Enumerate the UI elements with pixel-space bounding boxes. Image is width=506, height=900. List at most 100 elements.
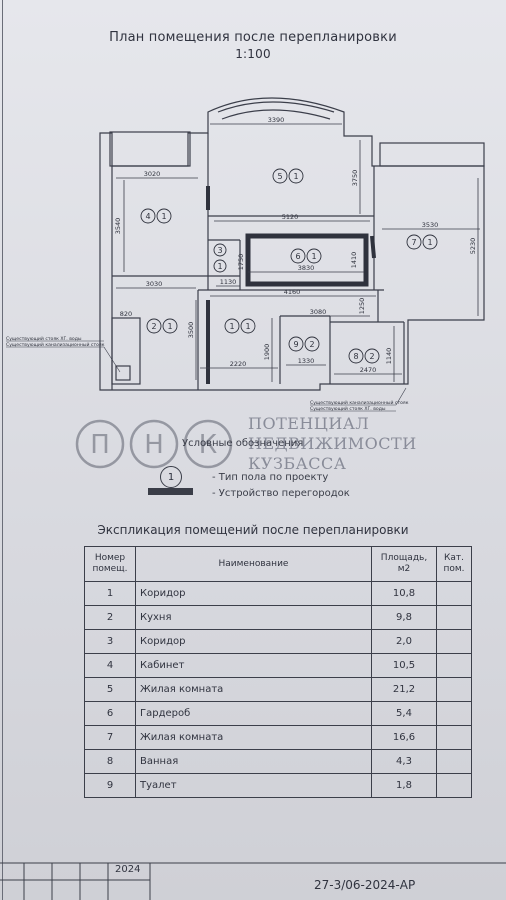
title-block [0, 862, 506, 900]
note-riser-sewer: Существующий канализационный стояк [6, 341, 105, 348]
watermark-line1: ПОТЕНЦИАЛ [248, 414, 370, 433]
room-floor: 1 [161, 212, 166, 221]
row-area: 9,8 [371, 605, 437, 630]
balcony-right [379, 142, 485, 167]
header-name: Наименование [135, 546, 372, 582]
row-area: 2,0 [371, 629, 437, 654]
bay-window [217, 101, 335, 113]
legend-partition-symbol [148, 488, 193, 495]
row-cat [436, 773, 472, 798]
row-cat [436, 629, 472, 654]
legend-floor-symbol: 1 [160, 466, 182, 488]
row-cat [436, 701, 472, 726]
dim-1330: 1330 [298, 357, 315, 365]
table-row: 1 Коридор 10,8 [84, 581, 472, 606]
row-area: 16,6 [371, 725, 437, 750]
logo-letter: Н [144, 430, 164, 460]
floor-plan: 3390 3020 5120 3530 1130 3830 4160 3030 … [6, 97, 485, 412]
plan-title: План помещения после перепланировки [109, 30, 397, 45]
table-row: 6 Гардероб 5,4 [84, 701, 472, 726]
dim-820: 820 [120, 310, 132, 318]
dim-1130: 1130 [220, 278, 237, 286]
table-row: 7 Жилая комната 16,6 [84, 725, 472, 750]
header-cat: Кат. пом. [436, 546, 472, 582]
room-floor: 1 [245, 322, 250, 331]
row-num: 8 [84, 749, 136, 774]
logo-letter: К [199, 430, 217, 460]
dim-3390: 3390 [268, 116, 285, 124]
row-area: 10,5 [371, 653, 437, 678]
table-row: 3 Коридор 2,0 [84, 629, 472, 654]
dim-2470: 2470 [360, 366, 377, 374]
row-name: Коридор [135, 581, 372, 606]
watermark-line2: НЕДВИЖИМОСТИ [248, 434, 417, 453]
row-cat [436, 677, 472, 702]
row-area: 5,4 [371, 701, 437, 726]
watermark-logo: П Н К [75, 419, 233, 469]
header-area: Площадь, м2 [371, 546, 437, 582]
watermark-line3: КУЗБАССА [248, 454, 347, 473]
room-floor: 1 [311, 252, 316, 261]
room-num: 1 [229, 322, 234, 331]
room-num: 7 [411, 238, 416, 247]
dim-4160: 4160 [284, 288, 301, 296]
row-name: Коридор [135, 629, 372, 654]
dim-2220: 2220 [230, 360, 247, 368]
note-riser-water-bottom: Существующий стояк ХГ. воды [310, 405, 386, 412]
plan-scale: 1:100 [235, 47, 271, 61]
room-floor: 1 [217, 262, 222, 271]
row-area: 4,3 [371, 749, 437, 774]
note-riser-sewer-bottom: Существующий канализационный стояк [310, 399, 409, 406]
legend-partition: - Устройство перегородок [212, 488, 350, 499]
row-num: 9 [84, 773, 136, 798]
row-num: 4 [84, 653, 136, 678]
dim-1250: 1250 [358, 298, 366, 315]
row-name: Кухня [135, 605, 372, 630]
row-name: Кабинет [135, 653, 372, 678]
room-num: 4 [145, 212, 150, 221]
room-floor: 1 [427, 238, 432, 247]
dim-3080: 3080 [310, 308, 327, 316]
logo-letter: П [90, 430, 110, 460]
explication-title: Экспликация помещений после перепланиров… [97, 523, 409, 537]
dim-3020: 3020 [144, 170, 161, 178]
dim-3500: 3500 [187, 322, 195, 339]
dim-3540: 3540 [114, 218, 122, 235]
row-num: 1 [84, 581, 136, 606]
row-num: 6 [84, 701, 136, 726]
row-name: Жилая комната [135, 725, 372, 750]
dim-3830: 3830 [298, 264, 315, 272]
row-cat [436, 605, 472, 630]
dim-1140: 1140 [385, 348, 393, 365]
dim-3030: 3030 [146, 280, 163, 288]
row-cat [436, 653, 472, 678]
row-name: Жилая комната [135, 677, 372, 702]
stamp-code: 27-3/06-2024-АР [314, 878, 416, 892]
row-cat [436, 581, 472, 606]
room-num: 6 [295, 252, 300, 261]
row-area: 21,2 [371, 677, 437, 702]
dim-3530: 3530 [422, 221, 439, 229]
dim-1900: 1900 [263, 344, 271, 361]
dim-1410: 1410 [350, 252, 358, 269]
header-num: Номер помещ. [84, 546, 136, 582]
room-num: 2 [151, 322, 156, 331]
table-row: 4 Кабинет 10,5 [84, 653, 472, 678]
dim-1750: 1750 [237, 254, 245, 271]
outer-wall [99, 97, 485, 391]
room-floor: 1 [167, 322, 172, 331]
dim-5230: 5230 [469, 238, 477, 255]
row-name: Гардероб [135, 701, 372, 726]
row-num: 7 [84, 725, 136, 750]
row-area: 1,8 [371, 773, 437, 798]
table-row: 5 Жилая комната 21,2 [84, 677, 472, 702]
row-cat [436, 749, 472, 774]
explication-table: Номер помещ. Наименование Площадь, м2 Ка… [84, 546, 472, 798]
row-name: Ванная [135, 749, 372, 774]
room-num: 3 [217, 246, 222, 255]
legend-heading: Условные обозначения [182, 438, 304, 449]
room-floor: 2 [369, 352, 374, 361]
table-row: 8 Ванная 4,3 [84, 749, 472, 774]
new-partitions [245, 233, 369, 287]
room-floor: 2 [309, 340, 314, 349]
